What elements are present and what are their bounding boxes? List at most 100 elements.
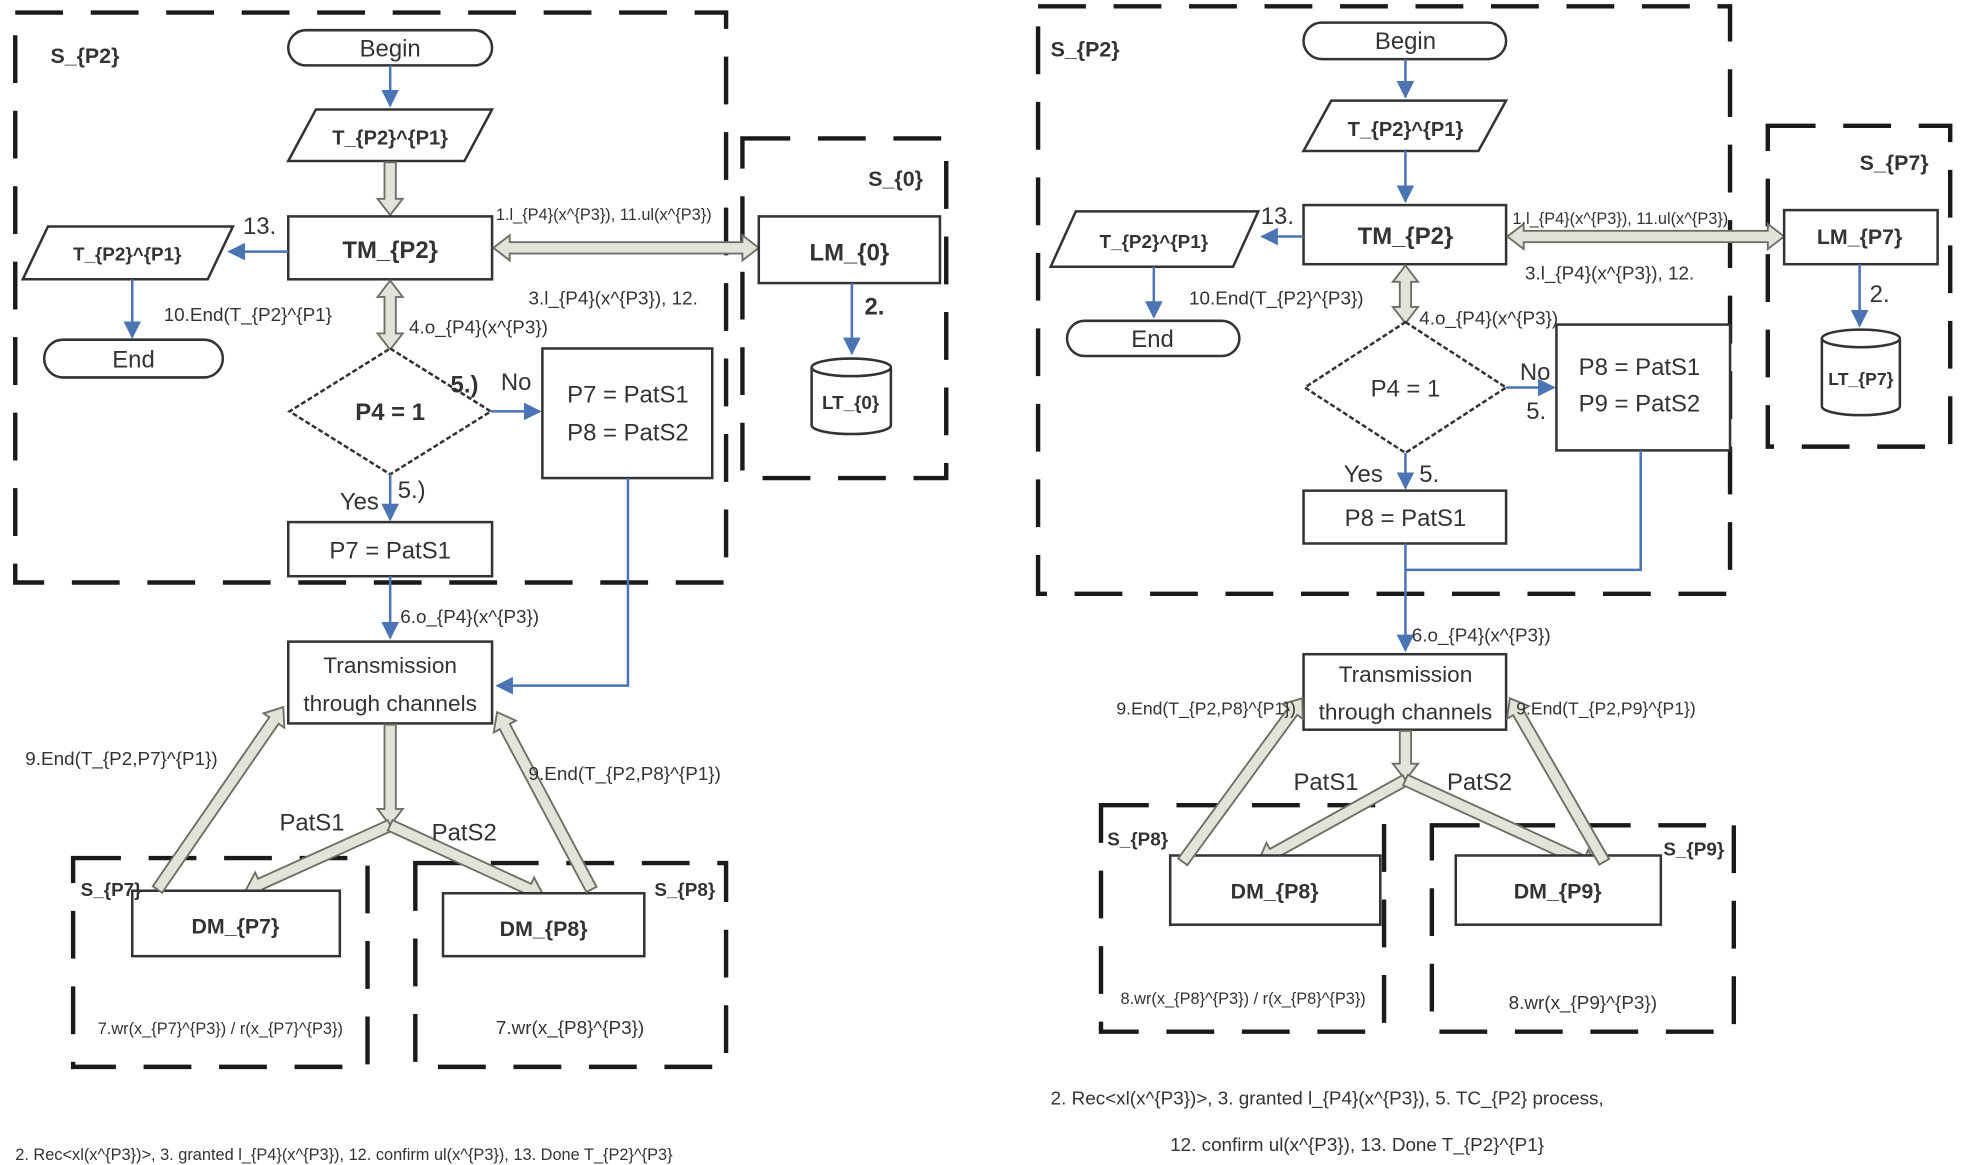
step-label: 5.): [398, 477, 426, 504]
output-parallelogram: [20, 225, 235, 281]
zone-s0-boundary: [740, 136, 949, 481]
hollow-double-arrow: [1390, 263, 1420, 325]
dm-label: DM_{P7}: [191, 915, 279, 939]
op-label: 4.o_{P4}(x^{P3}): [409, 316, 548, 338]
step-label: 2.: [864, 294, 884, 321]
zone-sp7-boundary: [1765, 123, 1953, 449]
decision-diamond: [1302, 320, 1509, 455]
lt-label: LT_{P7}: [1828, 369, 1893, 389]
end-message-label: 9.End(T_{P2,P8}^{P1}): [1116, 699, 1296, 720]
end-message-label: 9.End(T_{P2,P7}^{P1}): [25, 748, 217, 770]
no-box-label: P7 = PatS1: [567, 382, 689, 409]
transmission-label: Transmission: [1339, 662, 1473, 687]
input-label: T_{P2}^{P1}: [1348, 119, 1464, 141]
lock-request-label: 1.l_{P4}(x^{P3}), 11.ul(x^{P3}): [496, 206, 712, 224]
transmission-label: Transmission: [323, 653, 457, 678]
pattern-label: PatS1: [1293, 769, 1358, 796]
zone-sp2-boundary: [13, 10, 729, 585]
dm-label: DM_{P9}: [1514, 879, 1602, 903]
lock-table-cylinder: [810, 357, 893, 436]
lock-grant-label: 3.l_{P4}(x^{P3}), 12.: [1525, 262, 1694, 284]
hollow-arrow: [375, 723, 405, 827]
flow-arrow: [495, 478, 630, 695]
lock-grant-label: 3.l_{P4}(x^{P3}), 12.: [529, 287, 698, 309]
zone-sp8-boundary: [1098, 802, 1387, 1034]
footnote: 2. Rec<xl(x^{P3})>, 3. granted l_{P4}(x^…: [1051, 1088, 1604, 1110]
write-label: 8.wr(x_{P9}^{P3}): [1509, 992, 1657, 1014]
yes-box-label: P7 = PatS1: [329, 538, 451, 565]
dm-label: DM_{P8}: [500, 917, 588, 941]
flow-arrow: [1405, 450, 1642, 572]
transmission-label: through channels: [1319, 700, 1493, 725]
hollow-double-arrow: [375, 279, 405, 352]
no-box-label: P8 = PatS1: [1579, 354, 1701, 381]
zone-label: S_{P7}: [81, 879, 142, 900]
begin-label: Begin: [360, 36, 421, 63]
step-label: 13.: [1261, 203, 1294, 230]
input-parallelogram: [286, 108, 495, 163]
hollow-arrow-end: [151, 705, 286, 895]
hollow-arrow-end: [492, 710, 598, 894]
end-terminator: [1065, 319, 1241, 358]
hollow-arrow-end: [1505, 696, 1611, 866]
zone-label: S_{P8}: [654, 879, 715, 900]
lm-box: [757, 215, 942, 285]
step-label: 5.: [1526, 398, 1546, 425]
no-label: No: [1520, 359, 1551, 386]
no-branch-box: [541, 347, 714, 480]
dm-box: [1168, 854, 1382, 926]
yes-label: Yes: [340, 489, 379, 516]
lt-label: LT_{0}: [822, 392, 880, 413]
decision-label: P4 = 1: [1371, 375, 1441, 402]
input-parallelogram: [1301, 99, 1509, 153]
zone-sp2-boundary: [1035, 4, 1733, 597]
tm-label: TM_{P2}: [342, 237, 438, 264]
no-label: No: [501, 369, 532, 396]
no-branch-box: [1555, 323, 1732, 452]
pattern-label: PatS2: [432, 819, 497, 846]
step-label: 2.: [1870, 281, 1890, 308]
tm-label: TM_{P2}: [1358, 223, 1454, 250]
end-message-label: 9.End(T_{P2,P8}^{P1}): [529, 763, 721, 785]
no-box-label: P9 = PatS2: [1579, 390, 1701, 417]
lm-label: LM_{P7}: [1817, 225, 1903, 249]
end-message-label: 10.End(T_{P2}^{P1}: [164, 304, 332, 326]
pattern-label: PatS2: [1447, 769, 1512, 796]
lock-double-arrow: [491, 233, 761, 263]
zone-sp7-boundary: [70, 855, 370, 1070]
zone-label: S_{P2}: [50, 44, 119, 68]
zone-label: S_{P9}: [1663, 839, 1724, 860]
lm-label: LM_{0}: [810, 239, 890, 266]
dm-box: [441, 891, 646, 958]
yes-box-label: P8 = PatS1: [1345, 505, 1467, 532]
output-parallelogram: [1048, 210, 1261, 268]
input-label: T_{P2}^{P1}: [332, 128, 448, 150]
transmission-box: [1302, 652, 1508, 731]
lm-box: [1782, 208, 1939, 266]
lock-request-label: 1.l_{P4}(x^{P3}), 11.ul(x^{P3}): [1512, 210, 1728, 228]
step-label: 5.: [1419, 461, 1439, 488]
op-label: 6.o_{P4}(x^{P3}): [400, 606, 539, 628]
end-terminator: [42, 338, 225, 379]
no-box-label: P8 = PatS2: [567, 419, 689, 446]
end-message-label: 10.End(T_{P2}^{P3}): [1189, 287, 1364, 309]
step-label: 5.): [451, 372, 479, 399]
pattern-label: PatS1: [279, 809, 344, 836]
zone-label: S_{0}: [868, 167, 923, 191]
transmission-label: through channels: [303, 691, 477, 716]
transmission-box: [286, 640, 494, 725]
decision-label: P4 = 1: [355, 399, 425, 426]
end-message-label: 9.End(T_{P2,P9}^{P1}): [1516, 699, 1696, 720]
write-label: 8.wr(x_{P8}^{P3}) / r(x_{P8}^{P3}): [1121, 990, 1366, 1008]
step-label: 13.: [243, 213, 276, 240]
output-label: T_{P2}^{P1}: [73, 243, 182, 264]
output-label: T_{P2}^{P1}: [1100, 231, 1209, 252]
yes-label: Yes: [1344, 461, 1383, 488]
zone-label: S_{P8}: [1107, 828, 1168, 849]
dm-box: [130, 889, 342, 958]
hollow-arrow: [1390, 730, 1420, 782]
zone-label: S_{P2}: [1051, 38, 1120, 62]
op-label: 4.o_{P4}(x^{P3}): [1419, 308, 1558, 330]
dm-box: [1454, 854, 1663, 926]
op-label: 6.o_{P4}(x^{P3}): [1412, 625, 1551, 647]
